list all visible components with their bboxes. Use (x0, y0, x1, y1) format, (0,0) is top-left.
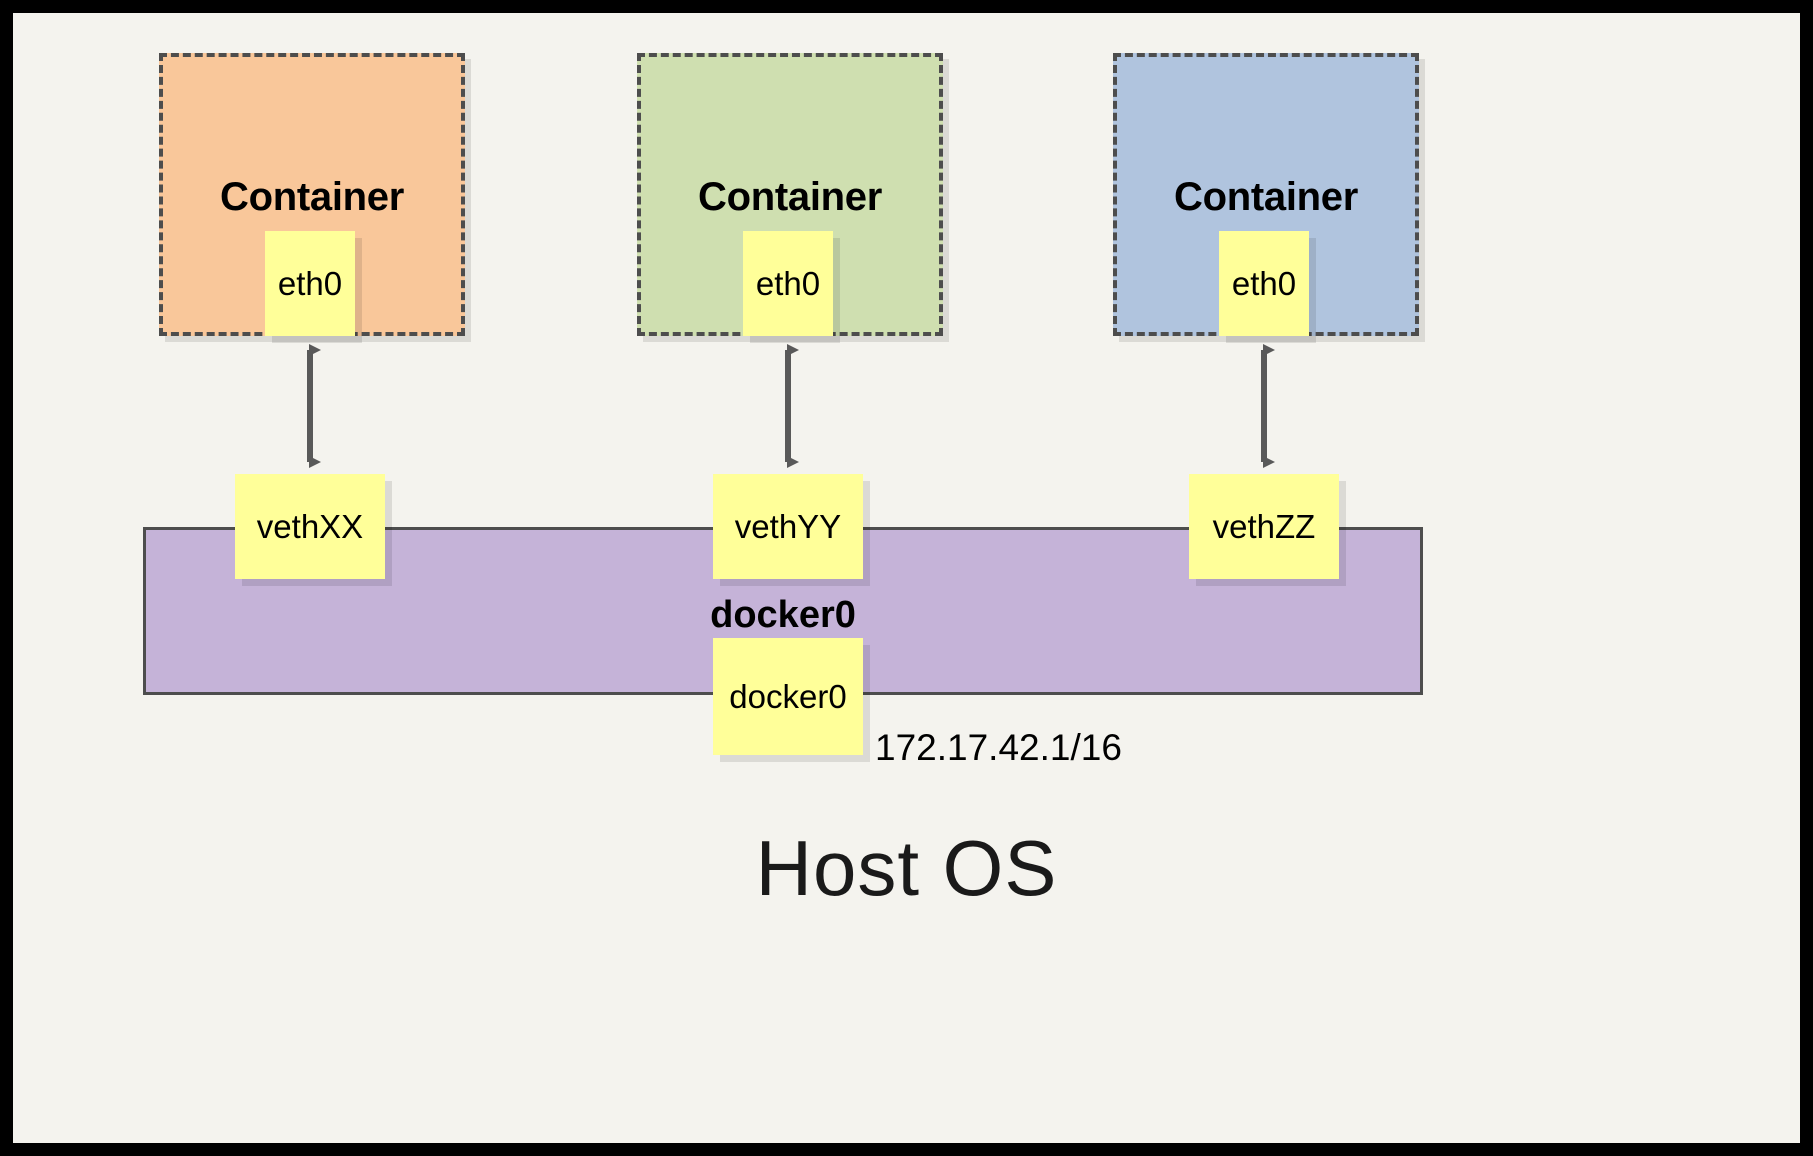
diagram-canvas: Container eth0 Container eth0 Container … (13, 13, 1800, 1143)
container-title-1: Container (220, 175, 404, 219)
eth0-chip-2: eth0 (743, 231, 833, 336)
veth-link-arrow-1 (307, 344, 321, 468)
host-os-label: Host OS (755, 824, 1058, 912)
veth-chip-1: vethXX (235, 474, 385, 579)
veth-chip-2: vethYY (713, 474, 863, 579)
eth0-chip-3: eth0 (1219, 231, 1309, 336)
container-title-3: Container (1174, 175, 1358, 219)
docker0-interface-chip: docker0 (713, 638, 863, 755)
veth-link-arrow-2 (785, 344, 799, 468)
docker0-ip-label: 172.17.42.1/16 (875, 727, 1122, 768)
docker0-bridge-label: docker0 (710, 594, 856, 636)
veth-link-arrow-3 (1261, 344, 1275, 468)
veth-chip-3: vethZZ (1189, 474, 1339, 579)
eth0-chip-1: eth0 (265, 231, 355, 336)
container-title-2: Container (698, 175, 882, 219)
